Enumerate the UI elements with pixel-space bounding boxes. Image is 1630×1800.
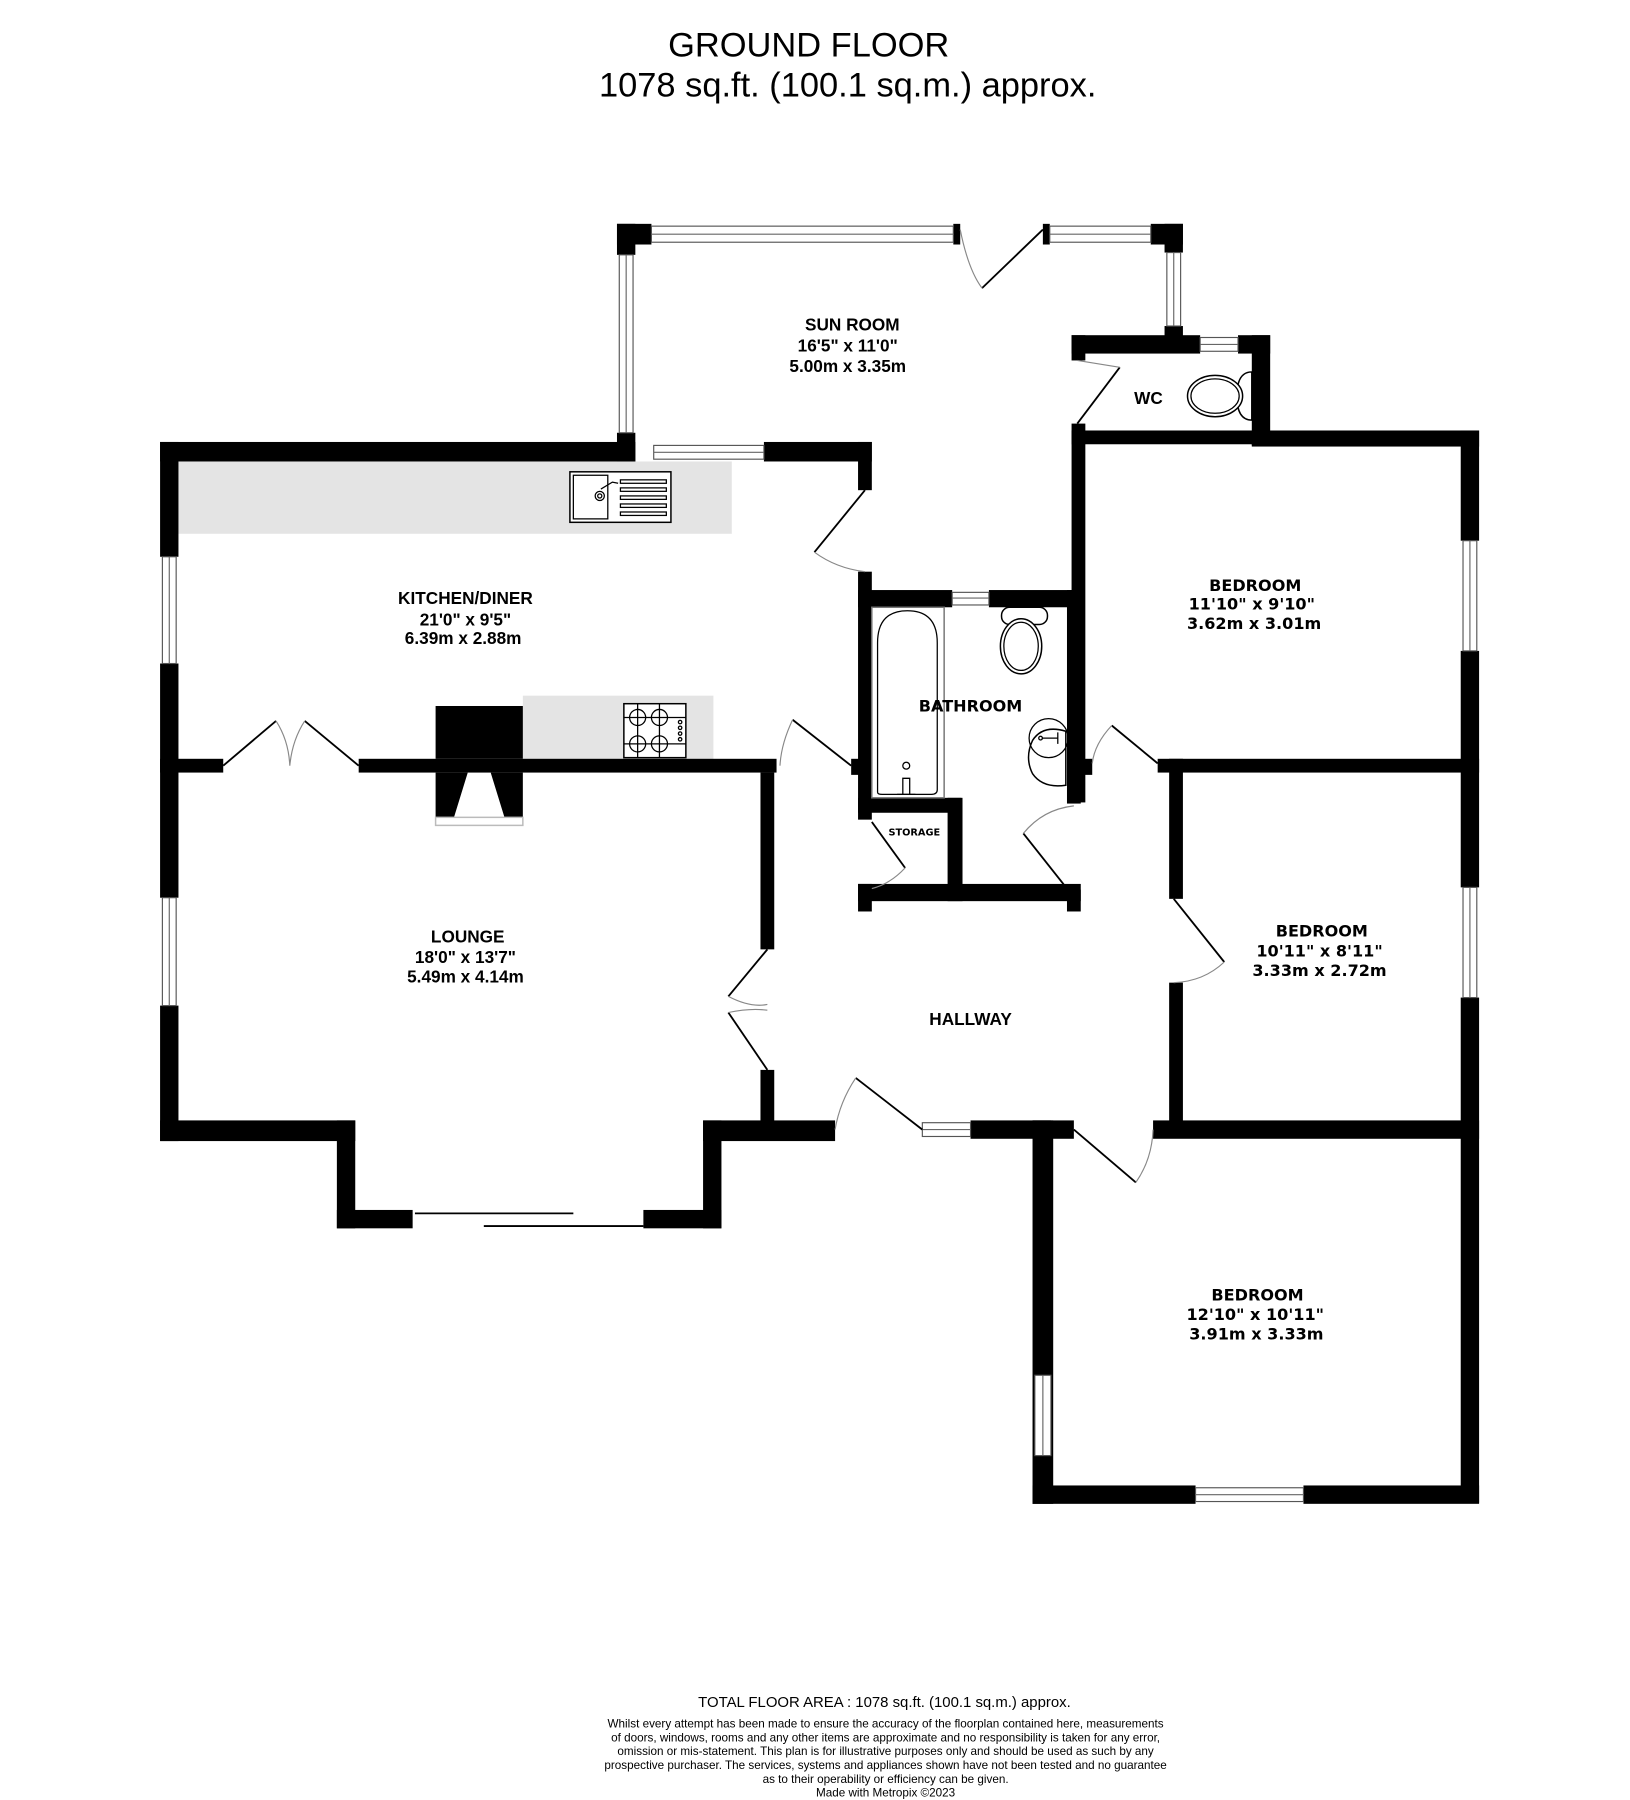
toilet-icon — [999, 606, 1049, 675]
svg-text:LOUNGE: LOUNGE — [431, 926, 505, 946]
room-lounge: LOUNGE 18'0" x 13'7" 5.49m x 4.14m — [407, 926, 524, 986]
svg-text:12'10" x 10'11": 12'10" x 10'11" — [1186, 1305, 1324, 1324]
svg-text:Whilst every attempt has been: Whilst every attempt has been made to en… — [608, 1718, 1164, 1731]
svg-text:6.39m x 2.88m: 6.39m x 2.88m — [405, 628, 522, 648]
svg-text:prospective purchaser. The ser: prospective purchaser. The services, sys… — [604, 1759, 1166, 1772]
room-bedroom-3: BEDROOM 12'10" x 10'11" 3.91m x 3.33m — [1186, 1286, 1324, 1344]
svg-text:BEDROOM: BEDROOM — [1209, 576, 1301, 595]
room-bathroom: BATHROOM — [919, 697, 1022, 716]
wc-toilet-icon — [1186, 371, 1253, 421]
hob-icon — [623, 702, 687, 759]
room-bedroom-1: BEDROOM 11'10" x 9'10" 3.62m x 3.01m — [1187, 576, 1321, 633]
kitchen-sink-icon — [569, 471, 672, 524]
disclaimer: Whilst every attempt has been made to en… — [604, 1718, 1166, 1786]
svg-text:3.33m x 2.72m: 3.33m x 2.72m — [1252, 961, 1386, 980]
svg-text:omission or mis-statement. Thi: omission or mis-statement. This plan is … — [617, 1745, 1154, 1758]
svg-text:5.00m x 3.35m: 5.00m x 3.35m — [789, 356, 906, 376]
room-hallway: HALLWAY — [929, 1009, 1012, 1029]
room-wc: WC — [1134, 388, 1163, 408]
doors — [222, 228, 1225, 1227]
bathtub-icon — [871, 606, 945, 799]
total-floor-area: TOTAL FLOOR AREA : 1078 sq.ft. (100.1 sq… — [698, 1694, 1071, 1711]
svg-text:10'11" x 8'11": 10'11" x 8'11" — [1256, 941, 1382, 960]
credit: Made with Metropix ©2023 — [816, 1787, 955, 1800]
svg-text:3.62m x 3.01m: 3.62m x 3.01m — [1187, 614, 1321, 633]
svg-text:BEDROOM: BEDROOM — [1211, 1286, 1303, 1305]
svg-text:18'0" x 13'7": 18'0" x 13'7" — [415, 947, 516, 967]
room-kitchen-diner: KITCHEN/DINER 21'0" x 9'5" 6.39m x 2.88m — [398, 588, 533, 648]
walls — [160, 223, 1480, 1504]
windows — [161, 225, 1478, 1503]
svg-text:BEDROOM: BEDROOM — [1276, 922, 1368, 941]
svg-text:of doors, windows, rooms and a: of doors, windows, rooms and any other i… — [611, 1731, 1160, 1744]
svg-text:21'0" x 9'5": 21'0" x 9'5" — [420, 610, 511, 630]
svg-text:11'10" x 9'10": 11'10" x 9'10" — [1189, 595, 1315, 614]
floor-title: GROUND FLOOR — [668, 26, 949, 64]
floor-area: 1078 sq.ft. (100.1 sq.m.) approx. — [599, 66, 1096, 104]
basin-icon — [1027, 717, 1069, 787]
room-bedroom-2: BEDROOM 10'11" x 8'11" 3.33m x 2.72m — [1252, 922, 1386, 980]
svg-text:KITCHEN/DINER: KITCHEN/DINER — [398, 588, 533, 608]
fixtures — [569, 371, 1253, 799]
svg-text:16'5" x 11'0": 16'5" x 11'0" — [798, 335, 898, 355]
svg-text:as to their operability or eff: as to their operability or efficiency ca… — [763, 1773, 1009, 1786]
svg-text:5.49m x 4.14m: 5.49m x 4.14m — [407, 967, 524, 987]
svg-text:SUN ROOM: SUN ROOM — [805, 315, 900, 335]
room-sun-room: SUN ROOM 16'5" x 11'0" 5.00m x 3.35m — [789, 315, 906, 376]
svg-text:3.91m x 3.33m: 3.91m x 3.33m — [1189, 1325, 1323, 1344]
room-storage: STORAGE — [888, 828, 940, 839]
